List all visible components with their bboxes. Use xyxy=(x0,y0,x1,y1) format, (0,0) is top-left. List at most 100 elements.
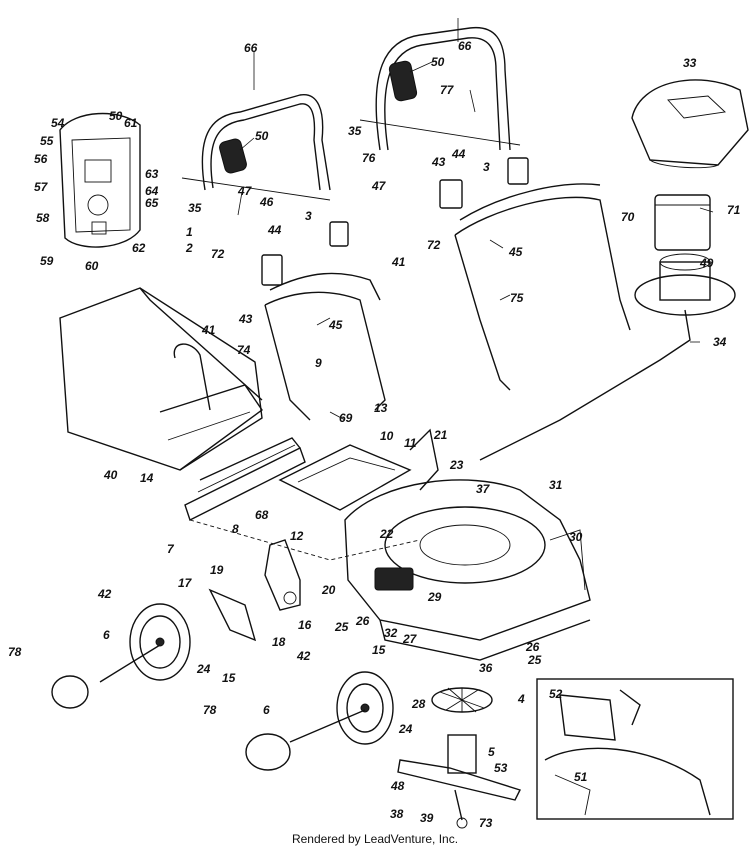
callout-26a: 26 xyxy=(355,614,370,628)
callout-6b: 6 xyxy=(263,703,270,717)
callout-66b: 66 xyxy=(458,39,472,53)
callout-14: 14 xyxy=(140,471,154,485)
grass-bag xyxy=(59,287,263,471)
callout-35a: 35 xyxy=(188,201,202,215)
callout-47a: 47 xyxy=(237,184,253,198)
callout-47b: 47 xyxy=(371,179,387,193)
callout-78a: 78 xyxy=(8,645,22,659)
callout-60: 60 xyxy=(85,259,99,273)
callout-20: 20 xyxy=(321,583,336,597)
callout-52: 52 xyxy=(549,687,563,701)
callout-73: 73 xyxy=(479,816,493,830)
callout-57: 57 xyxy=(34,180,49,194)
callout-18: 18 xyxy=(272,635,286,649)
callout-4: 4 xyxy=(517,692,525,706)
callout-41a: 41 xyxy=(201,323,216,337)
callout-58: 58 xyxy=(36,211,50,225)
callout-34: 34 xyxy=(713,335,727,349)
callout-labels: 1 2 3 3 4 5 6 6 7 8 9 10 11 12 13 14 15 … xyxy=(8,39,741,830)
callout-72b: 72 xyxy=(427,238,441,252)
callout-54: 54 xyxy=(51,116,65,130)
callout-22: 22 xyxy=(379,527,394,541)
callout-70: 70 xyxy=(621,210,635,224)
render-credit: Rendered by LeadVenture, Inc. xyxy=(291,832,459,846)
left-handle xyxy=(181,94,386,421)
callout-15a: 15 xyxy=(222,671,236,685)
callout-51: 51 xyxy=(574,770,588,784)
callout-75: 75 xyxy=(510,291,524,305)
callout-17: 17 xyxy=(178,576,193,590)
callout-66a: 66 xyxy=(244,41,258,55)
callout-76: 76 xyxy=(362,151,376,165)
callout-6a: 6 xyxy=(103,628,110,642)
callout-9: 9 xyxy=(315,356,322,370)
callout-42b: 42 xyxy=(296,649,311,663)
callout-27: 27 xyxy=(402,632,418,646)
callout-50b: 50 xyxy=(255,129,269,143)
callout-21: 21 xyxy=(433,428,448,442)
callout-35b: 35 xyxy=(348,124,362,138)
callout-8: 8 xyxy=(232,522,239,536)
callout-25b: 25 xyxy=(527,653,542,667)
leader-lines xyxy=(237,18,714,421)
callout-65: 65 xyxy=(145,196,159,210)
inset-detail xyxy=(536,678,734,820)
callout-50a: 50 xyxy=(109,109,123,123)
callout-3a: 3 xyxy=(305,209,312,223)
front-left-wheel xyxy=(51,603,191,709)
callout-69: 69 xyxy=(339,411,353,425)
callout-43a: 43 xyxy=(238,312,253,326)
callout-13: 13 xyxy=(374,401,388,415)
callout-56: 56 xyxy=(34,152,48,166)
callout-63: 63 xyxy=(145,167,159,181)
callout-45a: 45 xyxy=(328,318,343,332)
callout-40: 40 xyxy=(103,468,118,482)
callout-28: 28 xyxy=(411,697,426,711)
mower-deck xyxy=(344,479,591,661)
callout-31: 31 xyxy=(549,478,563,492)
callout-12: 12 xyxy=(290,529,304,543)
callout-74: 74 xyxy=(237,343,251,357)
callout-41b: 41 xyxy=(391,255,406,269)
callout-53: 53 xyxy=(494,761,508,775)
callout-46: 46 xyxy=(259,195,274,209)
callout-72a: 72 xyxy=(211,247,225,261)
callout-42a: 42 xyxy=(97,587,112,601)
wheel-bracket xyxy=(208,539,301,642)
callout-55: 55 xyxy=(40,134,54,148)
callout-29: 29 xyxy=(427,590,442,604)
callout-38: 38 xyxy=(390,807,404,821)
callout-64: 64 xyxy=(145,184,159,198)
callout-10: 10 xyxy=(380,429,394,443)
callout-33: 33 xyxy=(683,56,697,70)
callout-1: 1 xyxy=(186,225,193,239)
callout-16: 16 xyxy=(298,618,312,632)
callout-71: 71 xyxy=(727,203,741,217)
callout-19: 19 xyxy=(210,563,224,577)
callout-43b: 43 xyxy=(431,155,446,169)
callout-23: 23 xyxy=(449,458,464,472)
callout-24a: 24 xyxy=(196,662,211,676)
callout-77: 77 xyxy=(440,83,455,97)
blade-assembly xyxy=(397,687,521,829)
rear-door xyxy=(184,437,421,561)
callout-50c: 50 xyxy=(431,55,445,69)
front-right-wheel xyxy=(245,671,394,771)
callout-30: 30 xyxy=(569,530,583,544)
callout-49: 49 xyxy=(699,256,714,270)
switch-box xyxy=(59,112,141,248)
callout-5: 5 xyxy=(488,745,495,759)
callout-39: 39 xyxy=(420,811,434,825)
callout-11: 11 xyxy=(404,436,417,450)
callout-61: 61 xyxy=(124,116,138,130)
callout-36: 36 xyxy=(479,661,493,675)
callout-2: 2 xyxy=(185,241,193,255)
adjuster-plate xyxy=(278,428,439,511)
callout-15b: 15 xyxy=(372,643,386,657)
callout-45b: 45 xyxy=(508,245,523,259)
callout-24b: 24 xyxy=(398,722,413,736)
callout-44a: 44 xyxy=(267,223,282,237)
callout-78b: 78 xyxy=(203,703,217,717)
